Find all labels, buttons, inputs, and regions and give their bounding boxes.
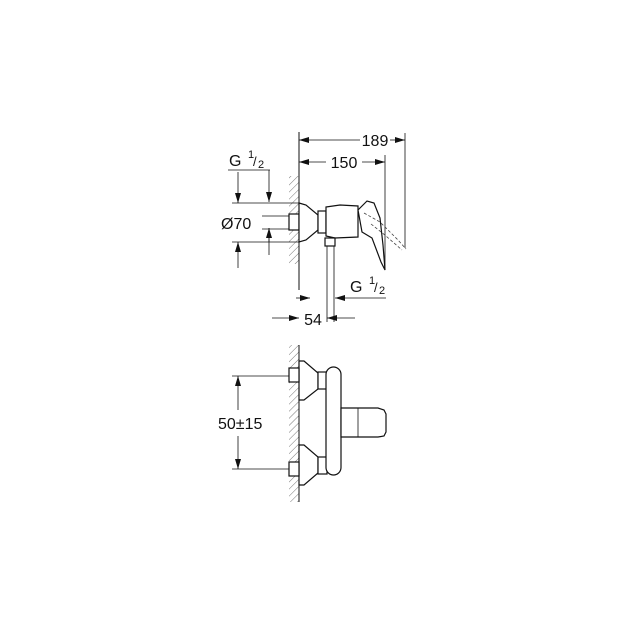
thread-sup: 1 (248, 149, 254, 161)
dim-diameter-label: Ø70 (221, 216, 251, 233)
mixer-body (325, 204, 359, 239)
thread-g: G (350, 279, 362, 296)
lever-alt-position (363, 212, 407, 250)
dim-189-label: 189 (362, 133, 389, 150)
inlet-connector (288, 213, 300, 231)
dim-spacing-label: 50±15 (218, 416, 262, 433)
svg-text:/: / (374, 280, 378, 295)
dim-54-label: 54 (304, 312, 322, 329)
svg-text:/: / (253, 154, 257, 169)
outlet (324, 237, 336, 247)
outlet-thread-label: G 1 / 2 (350, 275, 385, 297)
upper-inlet (288, 360, 328, 401)
top-view: 189 150 G 1 / 2 Ø70 (221, 132, 407, 329)
inlet-thread-label: G 1 / 2 (229, 149, 264, 171)
svg-text:G: G (229, 153, 241, 170)
thread-sub: 2 (258, 159, 264, 171)
handle (340, 407, 387, 438)
thread-sup: 1 (369, 275, 375, 287)
lever (357, 200, 386, 271)
nut (317, 210, 327, 234)
lower-inlet (288, 444, 328, 486)
wall-hatch (289, 345, 299, 502)
flange (298, 202, 319, 243)
thread-g: G (229, 153, 241, 170)
mixer-body (325, 366, 342, 476)
thread-sub: 2 (379, 285, 385, 297)
bottom-view: 50±15 (218, 345, 387, 502)
dim-150-label: 150 (331, 155, 358, 172)
